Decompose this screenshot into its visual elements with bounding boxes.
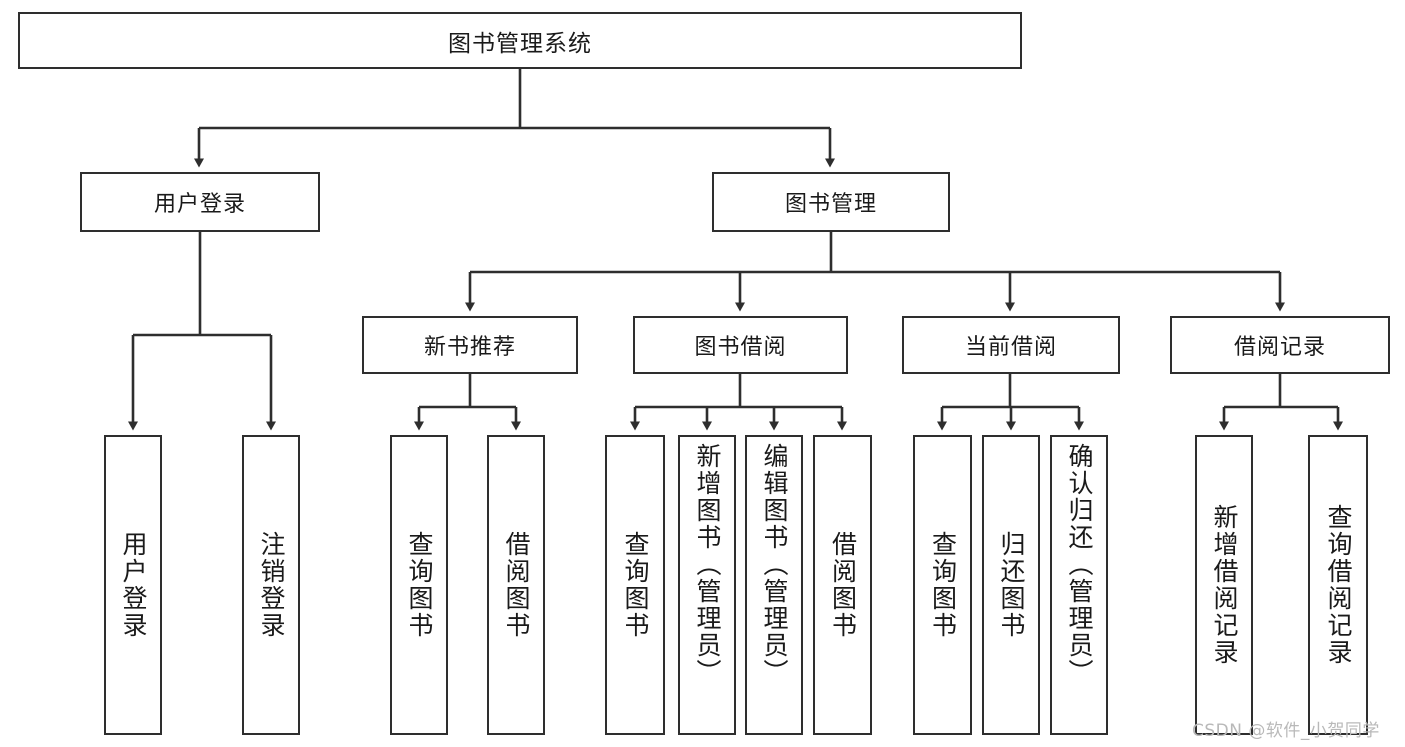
node-leaf-add-record[interactable]: 新增借阅记录 [1195, 435, 1253, 735]
node-leaf-logout[interactable]: 注销登录 [242, 435, 300, 735]
node-leaf-query-book-2[interactable]: 查询图书 [605, 435, 665, 735]
node-leaf-query-record[interactable]: 查询借阅记录 [1308, 435, 1368, 735]
node-book-borrow[interactable]: 图书借阅 [633, 316, 848, 374]
node-leaf-borrow-book-1[interactable]: 借阅图书 [487, 435, 545, 735]
node-leaf-confirm-return[interactable]: 确认归还（管理员） [1050, 435, 1108, 735]
node-leaf-add-book[interactable]: 新增图书（管理员） [678, 435, 736, 735]
node-leaf-edit-book[interactable]: 编辑图书（管理员） [745, 435, 803, 735]
node-user-login[interactable]: 用户登录 [80, 172, 320, 232]
node-current-borrow[interactable]: 当前借阅 [902, 316, 1120, 374]
node-new-book-recommend[interactable]: 新书推荐 [362, 316, 578, 374]
node-leaf-user-login[interactable]: 用户登录 [104, 435, 162, 735]
node-leaf-return-book[interactable]: 归还图书 [982, 435, 1040, 735]
node-book-manage[interactable]: 图书管理 [712, 172, 950, 232]
node-leaf-query-book-1[interactable]: 查询图书 [390, 435, 448, 735]
csdn-watermark: CSDN @软件_小贺同学 [1192, 721, 1380, 741]
node-root-system[interactable]: 图书管理系统 [18, 12, 1022, 69]
node-leaf-query-book-3[interactable]: 查询图书 [913, 435, 972, 735]
node-borrow-record[interactable]: 借阅记录 [1170, 316, 1390, 374]
node-leaf-borrow-book-2[interactable]: 借阅图书 [813, 435, 872, 735]
